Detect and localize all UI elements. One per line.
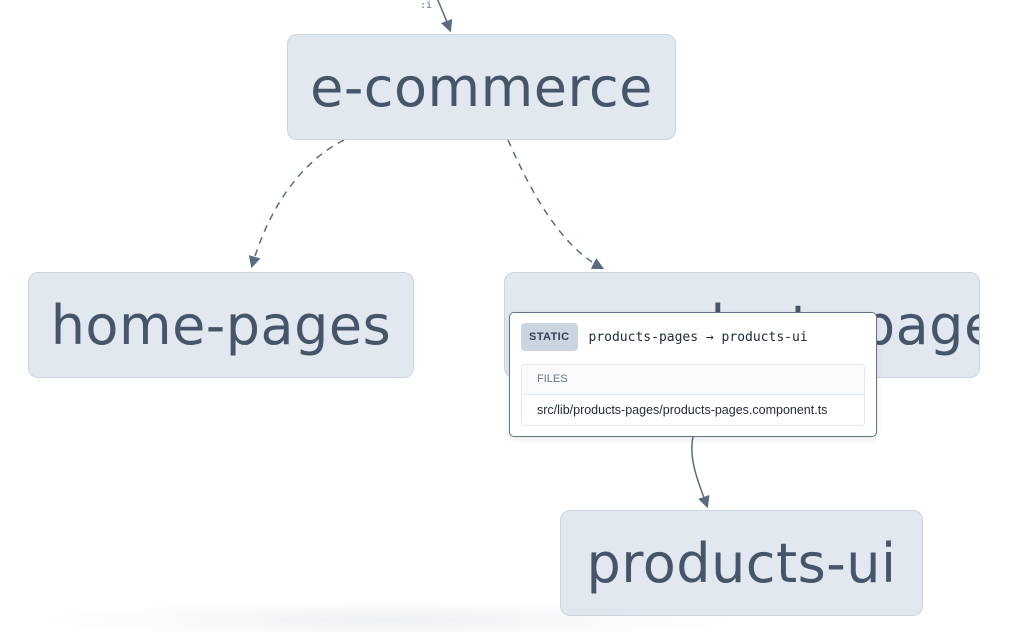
bottom-shadow xyxy=(40,600,740,632)
node-e-commerce-label: e-commerce xyxy=(310,55,653,119)
files-panel: FILES src/lib/products-pages/products-pa… xyxy=(521,364,865,426)
node-home-pages[interactable]: home-pages xyxy=(28,272,414,378)
node-e-commerce[interactable]: e-commerce xyxy=(287,34,676,140)
edge-tooltip: STATIC products-pages → products-ui FILE… xyxy=(509,312,877,437)
files-header: FILES xyxy=(522,365,864,395)
edge-ecommerce-products-pages[interactable] xyxy=(507,139,605,270)
file-path[interactable]: src/lib/products-pages/products-pages.co… xyxy=(537,403,828,417)
edge-incoming-ecommerce[interactable] xyxy=(436,0,453,33)
edge-ecommerce-home-pages[interactable] xyxy=(248,139,345,269)
tooltip-header: STATIC products-pages → products-ui xyxy=(521,323,808,351)
edge-products-pages-products-ui[interactable] xyxy=(691,436,710,509)
node-home-pages-label: home-pages xyxy=(50,293,392,357)
tooltip-title: products-pages → products-ui xyxy=(588,329,808,345)
edge-incoming-fragment: :i xyxy=(420,0,432,11)
node-products-ui-label: products-ui xyxy=(586,531,897,595)
node-products-ui[interactable]: products-ui xyxy=(560,510,923,616)
static-badge: STATIC xyxy=(521,323,578,351)
